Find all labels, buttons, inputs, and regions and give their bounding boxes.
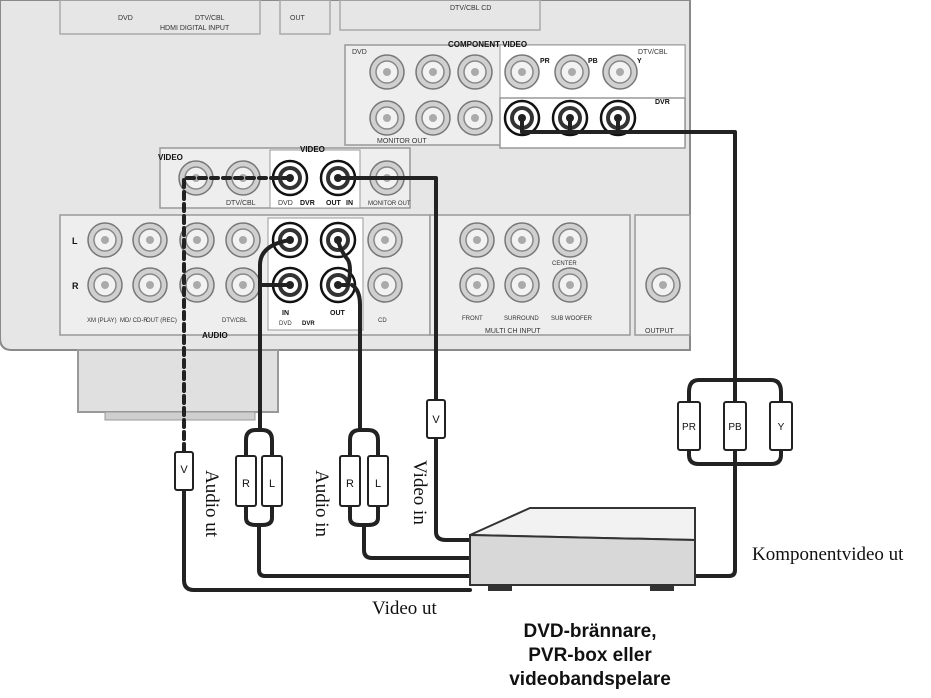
video-dtv-label: DTV/CBL <box>226 200 256 207</box>
component-y-label: Y <box>637 58 642 65</box>
hdmi-input-label: HDMI DIGITAL INPUT <box>160 25 230 32</box>
output-label: OUTPUT <box>645 328 675 335</box>
plug-audio-in-r-label: R <box>346 478 354 490</box>
hdmi-out-label: OUT <box>290 15 306 22</box>
plug-audio-in-l-label: L <box>375 478 381 490</box>
multi-sub-label: SUB WOOFER <box>551 316 593 322</box>
plug-component-y: Y <box>769 401 793 451</box>
label-audio-in: Audio in <box>311 470 332 538</box>
video-dvd-label: DVD <box>278 200 293 207</box>
video-out-label: OUT <box>326 200 342 207</box>
dvd-recorder-device <box>469 507 696 591</box>
video-monitor-out-label: MONITOR OUT <box>368 201 411 207</box>
component-pb-label: PB <box>588 58 598 65</box>
audio-title: AUDIO <box>202 331 228 340</box>
label-video-ut: Video ut <box>372 598 437 619</box>
audio-cd-label: CD <box>378 318 387 324</box>
audio-r-label: R <box>72 281 79 291</box>
audio-in-cable-top <box>336 238 352 287</box>
multi-center-label: CENTER <box>552 261 577 267</box>
plug-video-in-label: V <box>432 414 440 426</box>
component-monitor-out-label: MONITOR OUT <box>377 138 427 145</box>
plug-video-out-label: V <box>180 464 188 476</box>
audio-out-split <box>244 428 274 458</box>
audio-out-cable-bottom <box>244 503 274 527</box>
video-in-cable-bottom <box>434 436 472 542</box>
component-dvr-label: DVR <box>655 99 670 106</box>
audio-in-split <box>348 428 380 458</box>
hdmi-dvd-label: DVD <box>118 15 133 22</box>
audio-out-cable-top <box>258 238 292 432</box>
audio-in-cable-bottom <box>348 503 380 527</box>
component-cable-to-device <box>693 462 737 578</box>
hdmi-dtv-label: DTV/CBL <box>195 15 225 22</box>
plug-audio-out-r: R <box>235 455 257 507</box>
video-right-title: VIDEO <box>300 145 325 154</box>
plug-audio-out-l: L <box>261 455 283 507</box>
plug-component-y-label: Y <box>778 422 785 433</box>
multi-surround-label: SURROUND <box>504 316 539 322</box>
video-out-cable-dashed <box>182 176 292 454</box>
audio-out-label: OUT <box>330 310 346 317</box>
plug-video-in: V <box>426 399 446 439</box>
audio-dvr-label: DVR <box>302 321 315 327</box>
audio-l-label: L <box>72 236 78 246</box>
plug-component-pb-label: PB <box>728 422 742 433</box>
component-pr-label: PR <box>540 58 550 65</box>
component-video-title: COMPONENT VIDEO <box>448 40 527 49</box>
device-title-line-2: PVR-box eller <box>528 645 652 666</box>
audio-in-label: IN <box>282 310 289 317</box>
video-out-cable <box>182 488 472 592</box>
audio-xm-label: XM (PLAY) <box>87 318 117 324</box>
multi-ch-title: MULTI CH INPUT <box>485 328 541 335</box>
plug-video-out: V <box>174 451 194 491</box>
audio-dvd-label: DVD <box>279 321 292 327</box>
plug-audio-in-r: R <box>339 455 361 507</box>
device-title-line-3: videobandspelare <box>509 669 671 690</box>
audio-dtv-label: DTV/CBL <box>222 318 248 324</box>
component-cable-top <box>520 116 737 382</box>
top-dtv-cd-label: DTV/CBL CD <box>450 5 491 12</box>
plug-audio-in-l: L <box>367 455 389 507</box>
device-title: DVD-brännare, PVR-box eller videobandspe… <box>490 620 690 692</box>
video-in-cable-top <box>336 176 438 402</box>
label-video-in: Video in <box>409 460 430 525</box>
label-komponentvideo-ut: Komponentvideo ut <box>752 544 904 565</box>
component-dtv-label: DTV/CBL <box>638 49 668 56</box>
plug-audio-out-r-label: R <box>242 478 250 490</box>
audio-rec-label: OUT (REC) <box>146 318 177 324</box>
label-audio-ut: Audio ut <box>201 470 222 538</box>
audio-md-label: MD/ CD-R <box>120 318 148 324</box>
cables <box>182 116 783 592</box>
plug-component-pr: PR <box>677 401 701 451</box>
plug-audio-out-l-label: L <box>269 478 275 490</box>
device-title-line-1: DVD-brännare, <box>523 621 657 642</box>
plug-component-pr-label: PR <box>682 422 696 433</box>
multi-front-label: FRONT <box>462 316 483 322</box>
video-left-title: VIDEO <box>158 153 183 162</box>
component-dvd-label: DVD <box>352 49 367 56</box>
video-in-label: IN <box>346 200 353 207</box>
video-dvr-label: DVR <box>300 200 315 207</box>
plug-component-pb: PB <box>723 401 747 451</box>
